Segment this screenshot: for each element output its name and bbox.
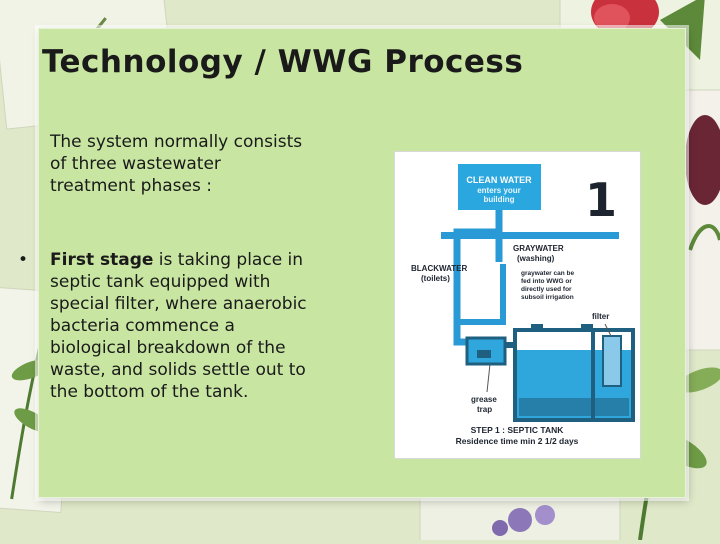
slide-title: Technology / WWG Process (42, 44, 524, 80)
filter-label: filter (592, 312, 609, 321)
bullet-marker: • (18, 250, 29, 270)
graywater-label: GRAYWATER (513, 244, 564, 253)
tank-divider (591, 330, 595, 420)
graywater-return-pipe (457, 264, 506, 325)
filter-unit (602, 335, 622, 387)
step-number: 1 (585, 173, 617, 227)
caption-step: STEP 1 : SEPTIC TANK (471, 425, 565, 435)
clean-water-box (458, 164, 541, 210)
bullet-text: First stage is taking place in septic ta… (50, 249, 312, 403)
blackwater-sub: (toilets) (421, 274, 450, 283)
sediment-layer (519, 398, 629, 416)
intro-text: The system normally consists of three wa… (50, 132, 303, 196)
bullet-body: is taking place in septic tank equipped … (50, 250, 307, 402)
septic-tank-diagram: CLEAN WATER enters your building 1 GRAYW… (394, 151, 641, 459)
trap-label: trap (477, 405, 492, 414)
note-line-4: subsoil irrigation (521, 294, 574, 301)
diagram-svg: CLEAN WATER enters your building 1 GRAYW… (411, 164, 635, 446)
note-line-2: fed into WWG or (521, 278, 572, 285)
bullet-bold-lead: First stage (50, 250, 154, 270)
graywater-sub: (washing) (517, 254, 555, 263)
clean-water-sub1: enters your (477, 186, 521, 195)
clean-water-sub2: building (483, 195, 514, 204)
clean-water-label: CLEAN WATER (466, 175, 532, 185)
grease-label: grease (471, 395, 497, 404)
distribution-pipe (441, 232, 619, 239)
supply-pipe (453, 210, 503, 252)
blackwater-label: BLACKWATER (411, 264, 468, 273)
note-line-1: graywater can be (521, 270, 574, 277)
caption-residence: Residence time min 2 1/2 days (456, 436, 579, 446)
note-line-3: directly used for (521, 286, 572, 293)
